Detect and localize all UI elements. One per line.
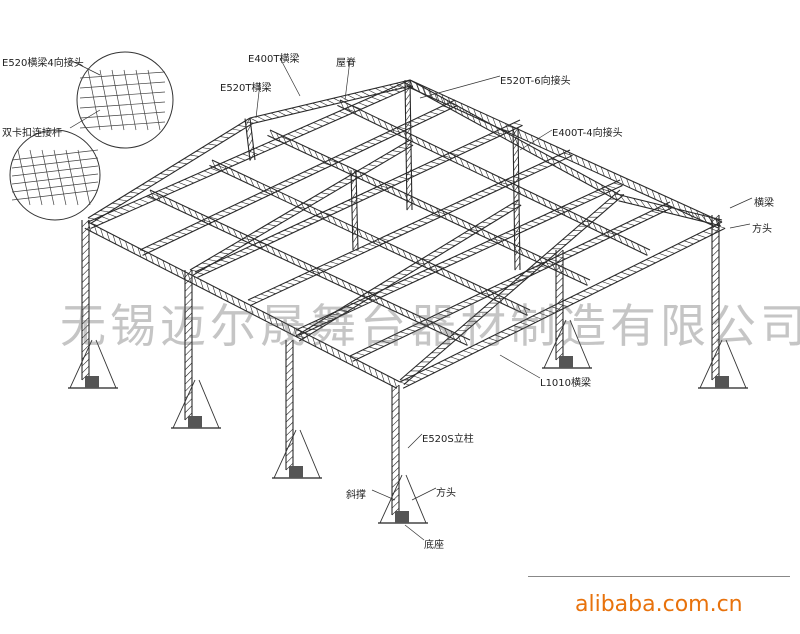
column-foot <box>188 416 202 428</box>
label-l1010-beam: L1010横梁 <box>540 374 591 389</box>
detail-circle-top <box>77 52 173 148</box>
leader-line <box>412 488 436 500</box>
ridge-post <box>513 128 520 270</box>
column-foot <box>289 466 303 478</box>
label-square-head: 方头 <box>752 220 772 235</box>
detail-hatch <box>80 102 165 108</box>
leader-line <box>405 525 424 540</box>
label-square-head-2: 方头 <box>436 484 456 499</box>
back-left-beam <box>88 80 413 228</box>
leader-line <box>500 355 540 378</box>
ridge-post <box>245 118 255 161</box>
column-foot <box>715 376 729 388</box>
column-foot <box>395 511 409 523</box>
footer-divider <box>528 576 790 577</box>
leader-line <box>730 198 752 208</box>
footer-brand: alibaba.com.cn <box>575 592 743 617</box>
label-cross-brace: 斜撑 <box>346 486 366 501</box>
detail-hatch <box>112 70 124 130</box>
grid-beam <box>248 150 573 305</box>
label-e520t-beam: E520T横梁 <box>220 79 272 94</box>
detail-hatch <box>100 70 112 130</box>
label-base: 底座 <box>424 536 444 551</box>
detail-hatch <box>124 70 136 130</box>
leader-line <box>420 76 500 98</box>
detail-hatch <box>12 158 98 168</box>
detail-hatch <box>88 70 100 130</box>
roof-rafter <box>190 140 413 275</box>
company-watermark: 无锡迈尔晟舞台器材制造有限公司 <box>60 290 800 356</box>
column-foot <box>559 356 573 368</box>
detail-hatch <box>12 166 98 176</box>
label-e400t-beam: E400T横梁 <box>248 50 300 65</box>
detail-hatch <box>54 150 66 205</box>
leader-line <box>408 434 422 448</box>
ridge-post <box>351 170 358 250</box>
label-e520t-6way: E520T-6向接头 <box>500 72 571 87</box>
grid-beam <box>195 120 523 277</box>
column-foot <box>85 376 99 388</box>
detail-hatch <box>78 150 90 205</box>
detail-hatch <box>80 72 165 78</box>
detail-hatch <box>148 70 160 130</box>
roof-ridge <box>250 80 411 124</box>
label-roof-ridge: 屋脊 <box>336 54 356 69</box>
label-e520s-column: E520S立柱 <box>422 430 474 445</box>
roof-rafter <box>619 195 722 226</box>
label-double-clamp: 双卡扣连接杆 <box>2 124 62 139</box>
label-e520-corner: E520横梁4向接头 <box>2 54 84 69</box>
detail-hatch <box>42 150 54 205</box>
leader-line <box>70 110 100 128</box>
detail-hatch <box>80 112 165 118</box>
label-beam-top: 横梁 <box>754 194 774 209</box>
detail-hatch <box>12 190 98 200</box>
label-e400t-4way: E400T-4向接头 <box>552 124 623 139</box>
leader-line <box>730 224 750 228</box>
detail-hatch <box>80 82 165 88</box>
detail-hatch <box>136 70 148 130</box>
